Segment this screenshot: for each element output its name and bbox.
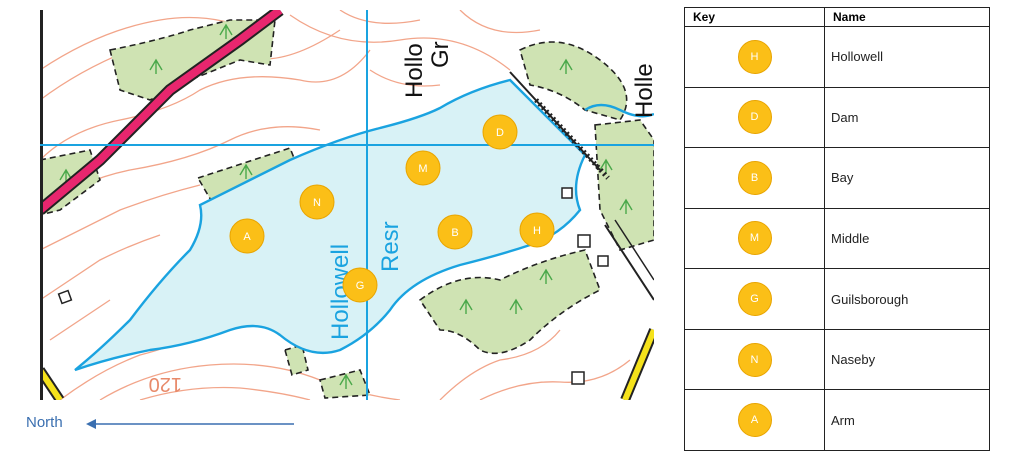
key-cell: G [684,268,825,330]
contour-lines [40,10,631,400]
key-badge-h: H [737,39,772,74]
north-label: North [26,414,63,431]
table-row: H Hollowell [684,26,990,88]
key-cell: A [684,389,825,451]
name-cell: Hollowell [824,26,990,88]
buildings [57,187,609,385]
key-badge-n: N [737,342,772,377]
marker-a[interactable]: A [229,218,265,254]
key-cell: D [684,86,825,149]
marker-b[interactable]: B [437,214,473,250]
table-row: M Middle [684,207,990,270]
table-row: A Arm [684,389,990,451]
marker-h[interactable]: H [519,212,555,248]
marker-m-letter: M [418,163,427,175]
marker-m[interactable]: M [405,150,441,186]
table-row: D Dam [684,86,990,149]
key-badge-g: G [737,282,772,317]
map-label-hollowell-top: Hollo [401,43,428,98]
key-table-header: Key Name [684,7,990,27]
map-label-resr: Resr [377,221,404,272]
key-badge-a: A [737,403,772,438]
key-badge-m: M [737,221,772,256]
map-label-gr: Gr [427,41,454,68]
marker-g-letter: G [356,280,365,292]
arrow-left-icon [86,419,294,429]
key-cell: M [684,207,825,270]
name-cell: Bay [824,147,990,209]
name-cell: Arm [824,389,990,451]
map-label-contour-120: 120 [149,373,182,395]
marker-d[interactable]: D [482,114,518,150]
marker-a-letter: A [243,231,251,243]
key-badge-d: D [737,100,772,135]
header-key: Key [684,7,825,27]
marker-g[interactable]: G [342,267,378,303]
marker-d-letter: D [496,127,504,139]
stream [584,103,654,118]
minor-road-left [40,368,63,400]
table-row: N Naseby [684,328,990,391]
reservoir-water [74,78,587,372]
marker-b-letter: B [451,227,458,239]
map-canvas: Hollo Gr Holle Hollowell Resr 120 D M N … [40,10,654,400]
dam-wall [509,71,601,171]
marker-h-letter: H [533,225,541,237]
main-road [40,10,283,214]
key-table: Key Name H Hollowell D Dam B Bay M Middl… [684,7,990,451]
minor-road-right [622,328,654,400]
north-indicator: North [26,412,306,436]
reservoir-map: Hollo Gr Holle Hollowell Resr 120 D M N … [40,10,654,400]
name-cell: Dam [824,86,990,149]
name-cell: Middle [824,207,990,270]
key-cell: N [684,328,825,391]
table-row: G Guilsborough [684,268,990,330]
marker-n[interactable]: N [299,184,335,220]
key-cell: H [684,26,825,88]
name-cell: Naseby [824,328,990,391]
marker-n-letter: N [313,197,321,209]
key-cell: B [684,147,825,209]
table-row: B Bay [684,147,990,209]
key-badge-b: B [737,160,772,195]
map-label-holl-right: Holle [631,63,654,118]
tree-symbols [59,23,633,389]
name-cell: Guilsborough [824,268,990,330]
header-name: Name [824,7,990,27]
